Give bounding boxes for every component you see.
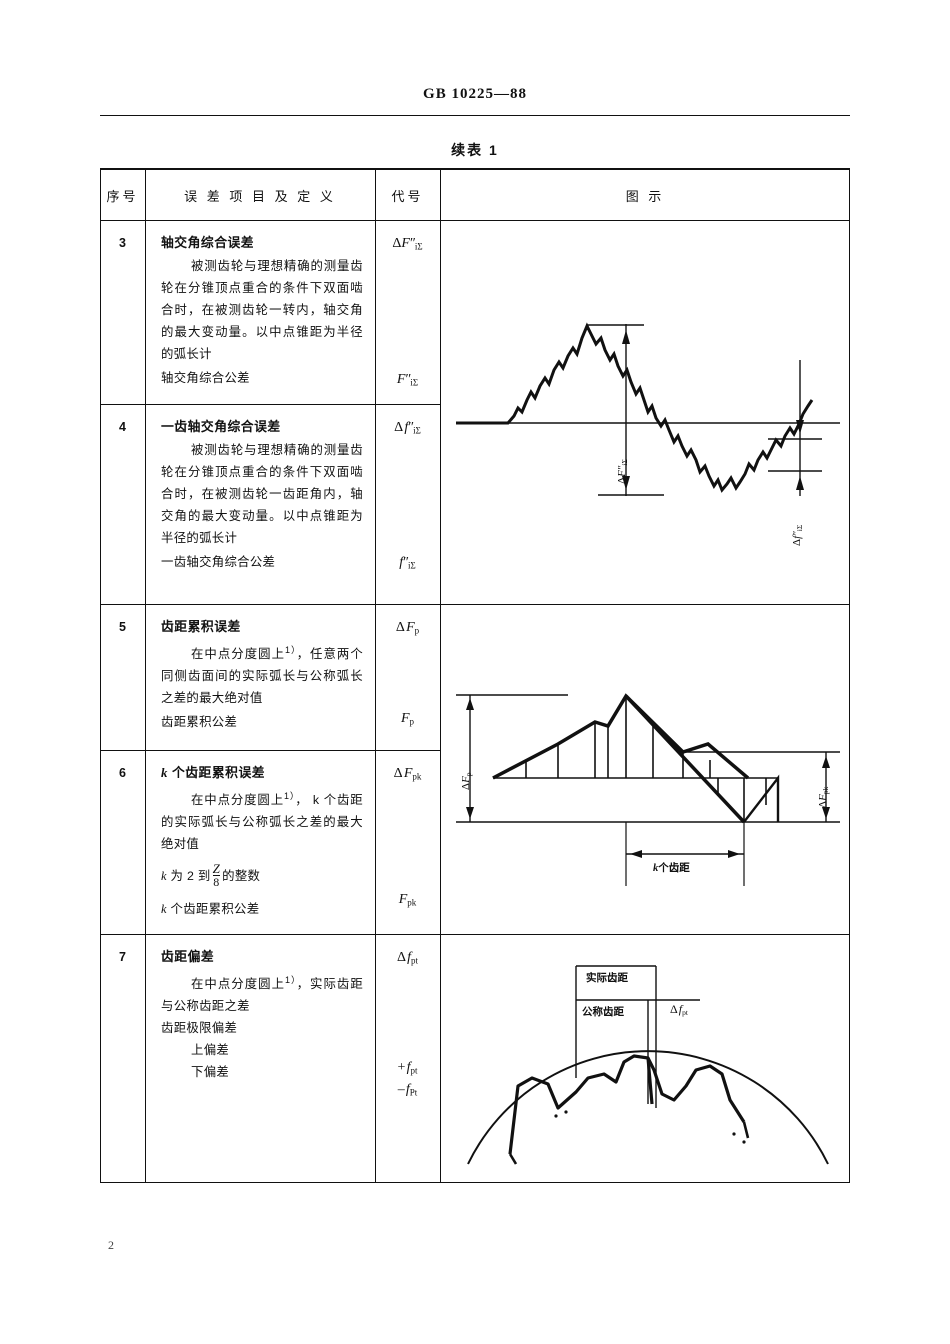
figure-label-delta-f-iSigma: Δf″iΣ [791, 524, 804, 546]
row4-body: 被测齿轮与理想精确的测量齿轮在分锥顶点重合的条件下双面啮合时，在被测齿轮一齿距角… [161, 443, 363, 545]
row3-body: 被测齿轮与理想精确的测量齿轮在分锥顶点重合的条件下双面啮合时，在被测齿轮一转内，… [161, 259, 363, 361]
pitch-deviation-svg [467, 965, 829, 1165]
th-figure: 图 示 [625, 189, 665, 204]
figure-pitch-deviation-gear: 实际齿距 公称齿距 Δ fpt [448, 958, 848, 1178]
table-continuation-title: 续表 1 [451, 142, 499, 158]
row6-row7-divider [100, 934, 850, 935]
figure-label-delta-F-iSigma: ΔF″iΣ [616, 459, 629, 484]
row3-tolerance: 轴交角综合公差 [161, 371, 250, 385]
row6-serial: 6 [119, 766, 126, 780]
row7-body: 在中点分度圆上1），实际齿距与公称齿距之差 [161, 975, 364, 1014]
row7-serial: 7 [119, 950, 126, 964]
figure-label-delta-Fp: ΔFp [460, 772, 473, 790]
row4-serial: 4 [119, 420, 126, 434]
row7-upper-label: 上偏差 [191, 1043, 230, 1058]
figure-axis-angle-composite-error: ΔF″iΣ Δf″iΣ [448, 308, 848, 598]
row6-body: 在中点分度圆上1）， k 个齿距的实际弧长与公称弧长之差的最大绝对值 [161, 791, 363, 852]
figure-label-nominal-pitch: 公称齿距 [582, 1006, 624, 1018]
axis-angle-trace-svg [456, 322, 840, 496]
row4-symbol-tolerance: f″iΣ [399, 555, 416, 571]
row6-symbol-error: Δ Fpk [393, 766, 422, 782]
row5-symbol-tolerance: Fp [400, 711, 415, 727]
row4-title: 一齿轴交角综合误差 [161, 419, 281, 434]
row3-title: 轴交角综合误差 [161, 235, 255, 250]
row5-row6-divider [100, 750, 440, 751]
th-symbol: 代号 [391, 189, 424, 204]
error-definitions-table: 序号 误 差 项 目 及 定 义 代号 图 示 3 轴交角综合误差 被测齿轮与理… [100, 168, 850, 1183]
row5-body: 在中点分度圆上1），任意两个同侧齿面间的实际弧长与公称弧长之差的最大绝对值 [161, 645, 364, 706]
row3-serial: 3 [119, 236, 126, 250]
row7-limit-label: 齿距极限偏差 [161, 1021, 238, 1036]
table-right-border [849, 168, 850, 1183]
figure-cumulative-pitch-error: ΔFp ΔFpk k个齿距 [448, 678, 848, 918]
header-row-divider [100, 220, 850, 221]
row7-symbol-lower: – fPt [397, 1082, 418, 1098]
col-def-divider [375, 168, 376, 1183]
cumulative-pitch-svg [456, 693, 840, 886]
row3-symbol-tolerance: F″iΣ [396, 372, 419, 388]
row4-row5-divider [100, 604, 850, 605]
col-sym-divider [440, 168, 441, 1183]
header-rule [100, 115, 850, 116]
row5-serial: 5 [119, 620, 126, 634]
row7-title: 齿距偏差 [161, 949, 215, 964]
figure-label-k-pitches: k个齿距 [653, 862, 690, 874]
row7-symbol-upper: + fpt [397, 1060, 418, 1076]
table-left-border [100, 168, 101, 1183]
row5-definition: 齿距累积误差 在中点分度圆上1），任意两个同侧齿面间的实际弧长与公称弧长之差的最… [145, 616, 375, 733]
th-definition: 误 差 项 目 及 定 义 [184, 189, 336, 204]
row5-symbol-error: Δ Fp [395, 620, 420, 636]
figure-label-actual-pitch: 实际齿距 [586, 972, 628, 984]
row6-title: k 个齿距累积误差 [161, 765, 266, 780]
page-number: 2 [108, 1238, 114, 1252]
row3-symbol-error: ΔF″iΣ [392, 236, 423, 252]
row5-title: 齿距累积误差 [161, 619, 241, 634]
row7-lower-label: 下偏差 [191, 1065, 230, 1080]
row7-definition: 齿距偏差 在中点分度圆上1），实际齿距与公称齿距之差 齿距极限偏差 上偏差 下偏… [145, 946, 375, 1083]
standard-number-header: GB 10225—88 [423, 86, 527, 102]
row4-definition: 一齿轴交角综合误差 被测齿轮与理想精确的测量齿轮在分锥顶点重合的条件下双面啮合时… [145, 416, 375, 573]
row5-tolerance: 齿距累积公差 [161, 715, 238, 730]
row7-symbol-error: Δ fpt [396, 950, 419, 966]
col-no-divider [145, 168, 146, 1183]
row4-symbol-error: Δ f″iΣ [394, 420, 421, 436]
row3-row4-divider [100, 404, 440, 405]
row3-definition: 轴交角综合误差 被测齿轮与理想精确的测量齿轮在分锥顶点重合的条件下双面啮合时，在… [145, 232, 375, 389]
figure-label-delta-Fpk: ΔFpk [817, 786, 830, 808]
table-bottom-border [100, 1182, 850, 1183]
th-serial-no: 序号 [106, 189, 139, 204]
row4-tolerance: 一齿轴交角综合公差 [161, 555, 276, 569]
row6-tolerance: k 个齿距累积公差 [161, 902, 260, 917]
row6-definition: k 个齿距累积误差 在中点分度圆上1）， k 个齿距的实际弧长与公称弧长之差的最… [145, 762, 375, 920]
row6-symbol-tolerance: Fpk [398, 892, 417, 908]
figure-label-delta-fpt: Δ fpt [670, 1002, 688, 1017]
table-top-border [100, 168, 850, 170]
